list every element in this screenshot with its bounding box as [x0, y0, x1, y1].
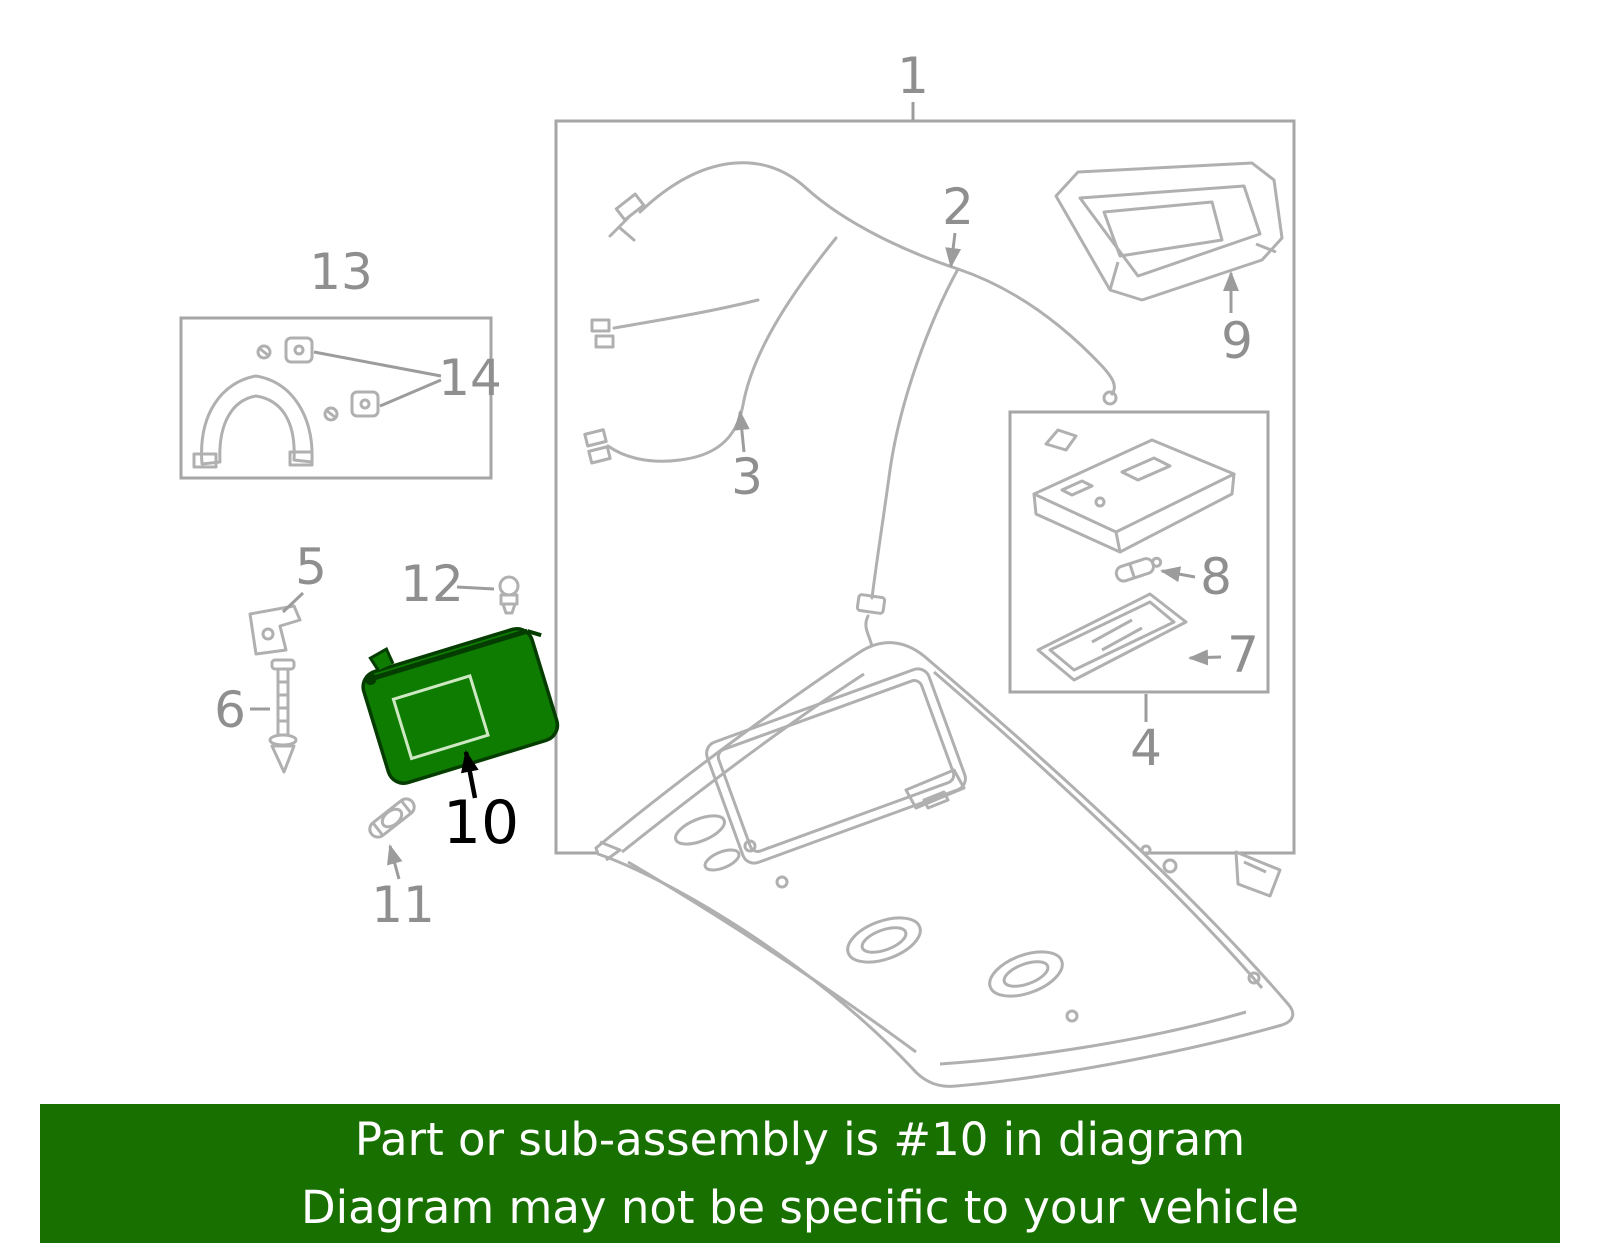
banner-line-1: Part or sub-assembly is #10 in diagram: [354, 1113, 1246, 1166]
part-label-9: 9: [1221, 312, 1253, 370]
assembly-box-4: [1008, 410, 1270, 694]
part-label-3: 3: [731, 448, 763, 506]
part-label-6: 6: [214, 681, 246, 739]
part-label-5: 5: [295, 538, 327, 596]
push-pin: [268, 658, 298, 774]
sun-visor-highlighted: [361, 626, 560, 785]
part-label-14: 14: [438, 349, 502, 407]
part-label-1: 1: [897, 47, 929, 105]
part-label-7: 7: [1227, 626, 1259, 684]
headliner-details: [599, 667, 1282, 1066]
dome-bulb: [1114, 556, 1163, 583]
visor-clip: [498, 575, 520, 615]
banner-line-2: Diagram may not be specific to your vehi…: [301, 1180, 1299, 1234]
callout-arrows: [387, 232, 1239, 880]
lamp-lens: [1036, 592, 1188, 682]
part-label-13: 13: [309, 243, 373, 301]
part-label-8: 8: [1200, 548, 1232, 606]
part-label-2: 2: [942, 178, 974, 236]
roof-tray: [1054, 161, 1284, 302]
note-banner: Part or sub-assembly is #10 in diagram D…: [40, 1104, 1560, 1243]
headliner-panel: [594, 641, 1295, 1088]
visor-bracket: [248, 604, 302, 656]
wiring-harness: [583, 161, 1118, 660]
highlight-arrow: [461, 750, 479, 799]
grab-handle: [192, 336, 380, 469]
visor-bulb: [368, 797, 416, 839]
part-label-11: 11: [371, 876, 435, 934]
assembly-box-13: [179, 316, 493, 480]
leader-lines: [250, 102, 1148, 722]
part-label-4: 4: [1130, 719, 1162, 777]
overhead-console: [1032, 428, 1236, 554]
part-label-10-highlighted: 10: [442, 788, 520, 858]
part-label-12: 12: [400, 555, 464, 613]
